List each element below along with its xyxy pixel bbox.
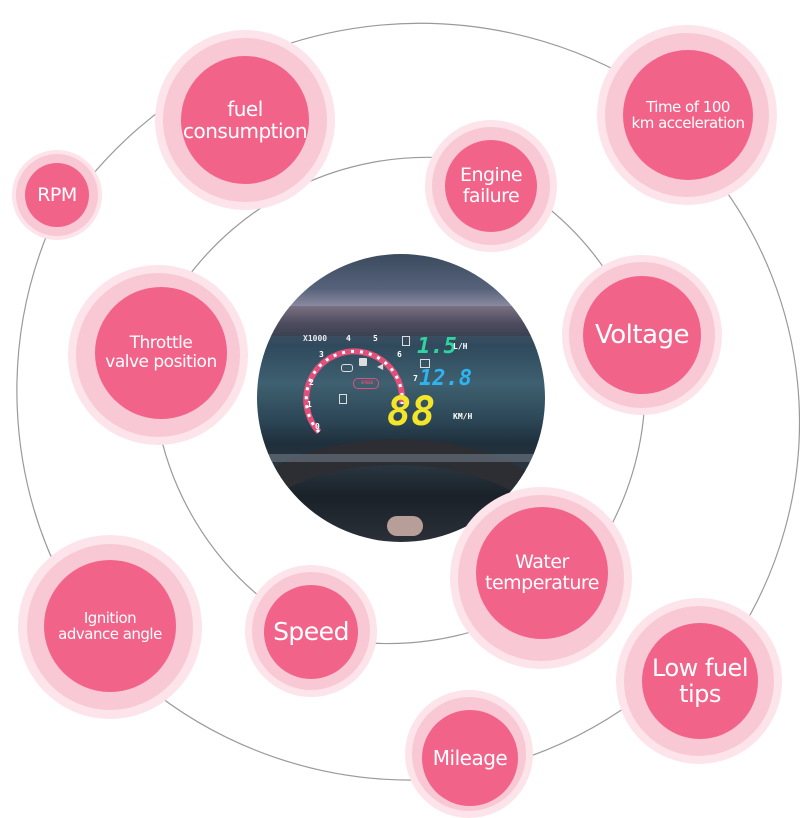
warning-icon: SPEED — [353, 378, 379, 389]
fuel-rate-unit: L/H — [453, 342, 468, 351]
dashboard-edge — [257, 454, 545, 462]
feature-label: Ignition — [83, 608, 137, 627]
rpm-tick-5: 5 — [373, 334, 378, 343]
voltage-value: 12.8 — [419, 366, 472, 391]
rpm-multiplier: X1000 — [303, 334, 328, 343]
feature-label: failure — [462, 185, 520, 207]
outer-orbit-arc-left — [16, 231, 63, 581]
rpm-tick-3: 3 — [319, 350, 324, 359]
feature-label: valve position — [105, 352, 217, 372]
feature-label: Throttle — [129, 333, 193, 354]
feature-label: Time of 100 — [646, 97, 730, 116]
feature-label: tips — [679, 680, 721, 708]
engine-icon — [341, 364, 353, 372]
rpm-gauge — [303, 348, 406, 435]
fuel-rate-icon — [402, 336, 410, 346]
feature-label: temperature — [485, 572, 599, 594]
inner-orbit-arc-left — [156, 417, 271, 606]
feature-label: km acceleration — [631, 114, 745, 132]
feature-label: Water — [515, 551, 569, 574]
speed-unit: KM/H — [453, 412, 473, 421]
outer-orbit-arc — [87, 22, 651, 181]
speaker-icon: ◀ — [377, 362, 384, 371]
feature-label: RPM — [37, 183, 77, 206]
rpm-tick-1: 1 — [307, 400, 312, 409]
feature-label: Mileage — [432, 746, 508, 770]
rpm-tick-0: 0 — [315, 422, 320, 431]
feature-label: Speed — [273, 617, 349, 647]
feature-label: Voltage — [594, 319, 690, 350]
feature-label: fuel — [227, 97, 263, 121]
feature-label: consumption — [183, 119, 308, 143]
rpm-tick-2: 2 — [309, 378, 314, 387]
fuel-pump-icon — [339, 394, 347, 404]
hand — [387, 516, 423, 536]
fuel-rate-value: 1.5 — [417, 334, 457, 359]
outer-orbit-arc-bottom — [144, 684, 421, 781]
rpm-tick-6: 6 — [397, 350, 402, 359]
feature-label: Low fuel — [652, 653, 748, 682]
rpm-tick-4: 4 — [346, 334, 351, 343]
feature-label: Engine — [459, 164, 523, 187]
feature-label: advance angle — [58, 625, 162, 643]
battery-icon — [420, 359, 430, 368]
city-skyline — [257, 306, 545, 336]
hud-photo: X1000 0 1 2 3 4 5 6 7 SPEED ◀ 1.5 L/H 12… — [257, 254, 545, 542]
coolant-icon — [359, 358, 367, 366]
speed-value: 88 — [387, 389, 436, 435]
outer-orbit-arc-right — [709, 169, 800, 641]
rpm-tick-7: 7 — [413, 374, 418, 383]
